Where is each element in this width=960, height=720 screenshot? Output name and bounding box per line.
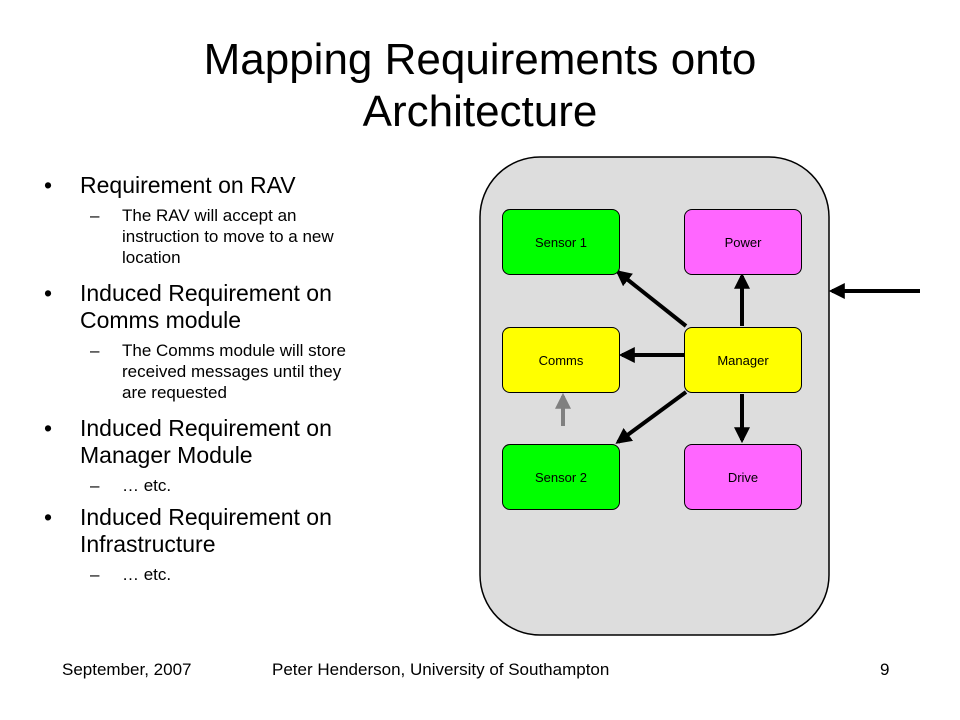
bullet-line: Infrastructure (80, 531, 216, 557)
bullet-line: Manager Module (80, 442, 253, 468)
manager-to-sensor2-arrow (615, 390, 688, 444)
box-label: Sensor 1 (534, 234, 588, 250)
sub-bullet-line: received messages until they (122, 362, 342, 381)
sub-bullet-line: The Comms module will store (122, 341, 346, 360)
box-label: Comms (538, 352, 584, 368)
manager-box: Manager (684, 327, 802, 393)
title-line-2: Architecture (362, 87, 598, 136)
bullet-line: Induced Requirement on (80, 415, 332, 441)
box-label: Manager (717, 352, 769, 368)
sub-bullet-line: The RAV will accept an (122, 206, 297, 225)
sub-bullet-line: … etc. (122, 565, 172, 584)
bullet-line: Comms module (80, 307, 242, 333)
dash-marker: – (90, 341, 100, 360)
dash-marker: – (90, 565, 100, 584)
bullet-item: • Induced Requirement on Manager Module (44, 415, 454, 469)
footer-date: September, 2007 (62, 660, 192, 679)
bullet-item: • Requirement on RAV (44, 172, 454, 199)
power-box: Power (684, 209, 802, 275)
sub-bullet-item: – The Comms module will store received m… (44, 340, 454, 403)
box-label: Power (724, 234, 762, 250)
bullet-line: Induced Requirement on (80, 280, 332, 306)
manager-to-sensor1-arrow (615, 270, 688, 328)
footer-page-number: 9 (880, 660, 890, 679)
sub-bullet-line: … etc. (122, 476, 172, 495)
sensor1-box: Sensor 1 (502, 209, 620, 275)
sub-bullet-item: – … etc. (44, 475, 454, 496)
comms-box: Comms (502, 327, 620, 393)
bullet-dot: • (44, 415, 53, 441)
sub-bullet-line: are requested (122, 383, 227, 402)
sub-bullet-item: – … etc. (44, 564, 454, 585)
box-label: Drive (727, 469, 759, 485)
bullet-dot: • (44, 504, 53, 530)
drive-box: Drive (684, 444, 802, 510)
footer-author: Peter Henderson, University of Southampt… (272, 660, 610, 679)
sensor2-box: Sensor 2 (502, 444, 620, 510)
sub-bullet-line: instruction to move to a new (122, 227, 334, 246)
bullet-dot: • (44, 172, 53, 198)
bullet-item: • Induced Requirement on Comms module (44, 280, 454, 334)
dash-marker: – (90, 206, 100, 225)
bullet-list: • Requirement on RAV – The RAV will acce… (44, 172, 454, 593)
title-line-1: Mapping Requirements onto (203, 35, 757, 84)
sub-bullet-line: location (122, 248, 181, 267)
box-label: Sensor 2 (534, 469, 588, 485)
dash-marker: – (90, 476, 100, 495)
bullet-item: • Induced Requirement on Infrastructure (44, 504, 454, 558)
bullet-line: Induced Requirement on (80, 504, 332, 530)
bullet-dot: • (44, 280, 53, 306)
slide-title: Mapping Requirements onto Architecture (0, 34, 960, 138)
sub-bullet-item: – The RAV will accept an instruction to … (44, 205, 454, 268)
bullet-text: Requirement on RAV (80, 172, 296, 198)
